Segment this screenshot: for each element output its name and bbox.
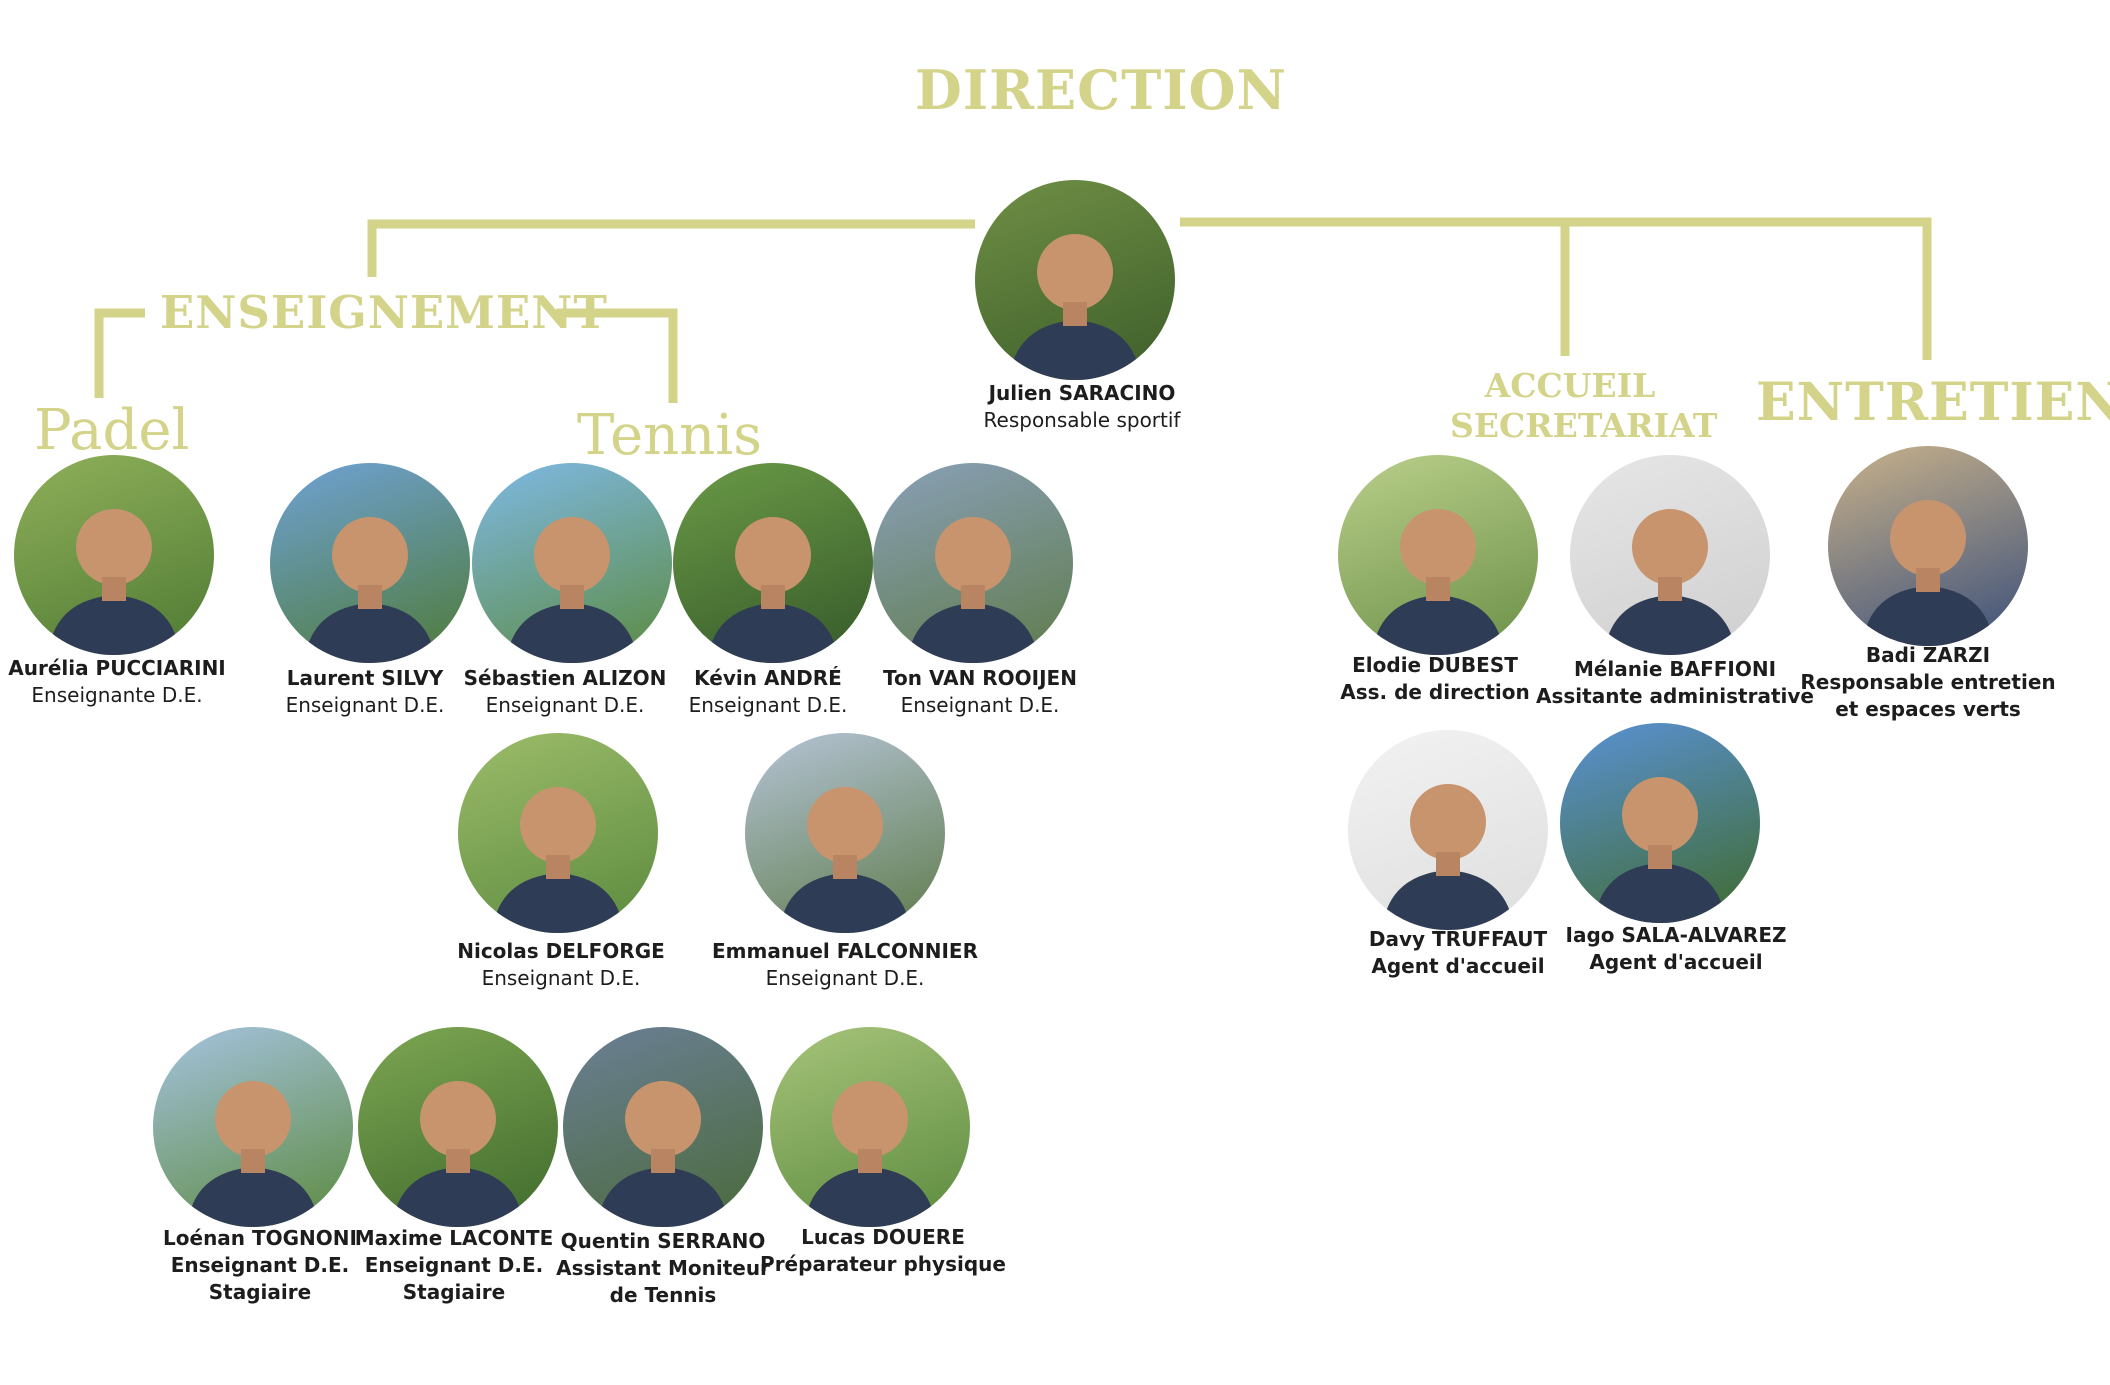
name-melanie-baffioni: Mélanie BAFFIONI — [1573, 657, 1777, 681]
caption-laurent-silvy: Laurent SILVY Enseignant D.E. — [286, 665, 445, 719]
photo-emmanuel-falconnier — [745, 733, 945, 933]
role-julien-saracino: Responsable sportif — [983, 408, 1181, 432]
name-laurent-silvy: Laurent SILVY — [286, 666, 444, 690]
name-loenan-tognoni: Loénan TOGNONI — [163, 1226, 357, 1250]
photo-melanie-baffioni — [1570, 455, 1770, 655]
caption-iago-sala-alvarez: Iago SALA-ALVAREZ Agent d'accueil — [1566, 922, 1787, 976]
heading-accueil-line2: SECRETARIAT — [1450, 406, 1718, 445]
heading-enseignement: ENSEIGNEMENT — [160, 286, 608, 339]
photo-lucas-douere — [770, 1027, 970, 1227]
role-sebastien-alizon: Enseignant D.E. — [485, 693, 645, 717]
name-kevin-andre: Kévin ANDRÉ — [694, 666, 842, 690]
name-nicolas-delforge: Nicolas DELFORGE — [457, 939, 665, 963]
role2-maxime-laconte: Stagiaire — [402, 1280, 506, 1304]
role-kevin-andre: Enseignant D.E. — [688, 693, 848, 717]
photo-ton-van-rooijen — [873, 463, 1073, 663]
caption-elodie-dubest: Elodie DUBEST Ass. de direction — [1340, 652, 1530, 706]
photo-maxime-laconte — [358, 1027, 558, 1227]
role-nicolas-delforge: Enseignant D.E. — [481, 966, 641, 990]
heading-entretien: ENTRETIEN — [1756, 372, 2110, 433]
caption-lucas-douere: Lucas DOUERE Préparateur physique — [760, 1224, 1006, 1278]
role-elodie-dubest: Ass. de direction — [1340, 680, 1530, 704]
photo-kevin-andre — [673, 463, 873, 663]
caption-nicolas-delforge: Nicolas DELFORGE Enseignant D.E. — [457, 938, 665, 992]
connector-direction-entretien — [1180, 217, 1932, 360]
role-davy-truffaut: Agent d'accueil — [1371, 954, 1545, 978]
photo-nicolas-delforge — [458, 733, 658, 933]
role-emmanuel-falconnier: Enseignant D.E. — [765, 966, 925, 990]
role2-badi-zarzi: et espaces verts — [1835, 697, 2021, 721]
role-iago-sala-alvarez: Agent d'accueil — [1589, 950, 1763, 974]
role-maxime-laconte: Enseignant D.E. — [364, 1253, 544, 1277]
caption-emmanuel-falconnier: Emmanuel FALCONNIER Enseignant D.E. — [712, 938, 978, 992]
name-davy-truffaut: Davy TRUFFAUT — [1368, 927, 1548, 951]
connector-direction-enseignement — [367, 219, 975, 277]
photo-sebastien-alizon — [472, 463, 672, 663]
name-iago-sala-alvarez: Iago SALA-ALVAREZ — [1565, 923, 1787, 947]
role2-loenan-tognoni: Stagiaire — [208, 1280, 312, 1304]
name-quentin-serrano: Quentin SERRANO — [560, 1229, 766, 1253]
role2-quentin-serrano: de Tennis — [609, 1283, 717, 1307]
name-julien-saracino: Julien SARACINO — [988, 381, 1176, 405]
role-badi-zarzi: Responsable entretien — [1800, 670, 2056, 694]
photo-laurent-silvy — [270, 463, 470, 663]
caption-maxime-laconte: Maxime LACONTE Enseignant D.E. Stagiaire — [355, 1225, 553, 1306]
connector-enseignement-tennis — [556, 308, 678, 403]
role-lucas-douere: Préparateur physique — [760, 1252, 1006, 1276]
name-sebastien-alizon: Sébastien ALIZON — [463, 666, 667, 690]
name-ton-van-rooijen: Ton VAN ROOIJEN — [883, 666, 1077, 690]
caption-julien-saracino: Julien SARACINO Responsable sportif — [984, 380, 1181, 434]
name-aurelia-pucciarini: Aurélia PUCCIARINI — [8, 656, 226, 680]
photo-elodie-dubest — [1338, 455, 1538, 655]
heading-tennis: Tennis — [577, 403, 762, 468]
photo-quentin-serrano — [563, 1027, 763, 1227]
name-maxime-laconte: Maxime LACONTE — [354, 1226, 554, 1250]
caption-ton-van-rooijen: Ton VAN ROOIJEN Enseignant D.E. — [883, 665, 1077, 719]
caption-loenan-tognoni: Loénan TOGNONI Enseignant D.E. Stagiaire — [163, 1225, 357, 1306]
caption-aurelia-pucciarini: Aurélia PUCCIARINI Enseignante D.E. — [8, 655, 226, 709]
role-aurelia-pucciarini: Enseignante D.E. — [31, 683, 203, 707]
name-elodie-dubest: Elodie DUBEST — [1352, 653, 1518, 677]
photo-badi-zarzi — [1828, 446, 2028, 646]
caption-badi-zarzi: Badi ZARZI Responsable entretien et espa… — [1800, 642, 2055, 723]
role-quentin-serrano: Assistant Moniteur — [556, 1256, 770, 1280]
caption-melanie-baffioni: Mélanie BAFFIONI Assitante administrativ… — [1536, 656, 1814, 710]
caption-davy-truffaut: Davy TRUFFAUT Agent d'accueil — [1369, 926, 1547, 980]
photo-davy-truffaut — [1348, 730, 1548, 930]
heading-direction: DIRECTION — [915, 58, 1287, 122]
role-melanie-baffioni: Assitante administrative — [1536, 684, 1814, 708]
role-ton-van-rooijen: Enseignant D.E. — [900, 693, 1060, 717]
name-emmanuel-falconnier: Emmanuel FALCONNIER — [712, 939, 978, 963]
role-loenan-tognoni: Enseignant D.E. — [170, 1253, 350, 1277]
caption-quentin-serrano: Quentin SERRANO Assistant Moniteur de Te… — [556, 1228, 770, 1309]
photo-julien-saracino — [975, 180, 1175, 380]
photo-aurelia-pucciarini — [14, 455, 214, 655]
heading-accueil-line1: ACCUEIL — [1484, 366, 1656, 405]
photo-iago-sala-alvarez — [1560, 723, 1760, 923]
connector-enseignement-padel — [94, 308, 145, 398]
caption-sebastien-alizon: Sébastien ALIZON Enseignant D.E. — [464, 665, 667, 719]
name-badi-zarzi: Badi ZARZI — [1865, 643, 1991, 667]
role-laurent-silvy: Enseignant D.E. — [285, 693, 445, 717]
heading-padel: Padel — [34, 398, 190, 463]
caption-kevin-andre: Kévin ANDRÉ Enseignant D.E. — [689, 665, 848, 719]
heading-accueil: ACCUEIL SECRETARIAT — [1450, 366, 1718, 446]
photo-loenan-tognoni — [153, 1027, 353, 1227]
name-lucas-douere: Lucas DOUERE — [801, 1225, 965, 1249]
